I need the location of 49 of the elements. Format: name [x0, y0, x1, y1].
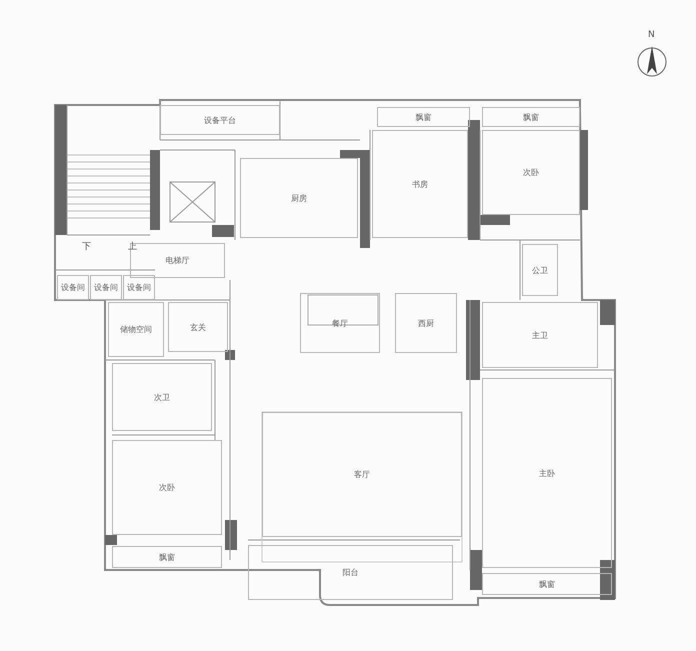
room-outline [57, 275, 89, 300]
room-outline [372, 130, 468, 238]
stair-direction-text: 上 [128, 240, 137, 253]
room-outline [112, 440, 222, 535]
room-outline [130, 243, 225, 278]
room-outline [112, 546, 222, 568]
room-name: 阳台 [342, 567, 358, 578]
room-outline [262, 412, 462, 537]
room-name: 次卧 [159, 482, 175, 493]
room-outline [160, 105, 280, 135]
room-outline [123, 275, 155, 300]
room-outline [240, 158, 358, 238]
room-name: 客厅 [354, 469, 370, 480]
room-outline [482, 302, 598, 368]
room-outline [300, 293, 380, 353]
room-outline [395, 293, 457, 353]
room-outline [482, 378, 612, 568]
room-name: 餐厅 [332, 318, 348, 328]
room-name: 公卫 [532, 264, 548, 276]
room-name: 设备间 [94, 282, 118, 293]
room-name: 飘窗 [416, 112, 432, 122]
room-outline [377, 107, 470, 127]
room-outline [112, 363, 212, 431]
room-name: 书房 [412, 178, 428, 190]
room-name: 厨房 [291, 192, 307, 204]
room-name: 电梯厅 [166, 255, 190, 266]
room-name: 飘窗 [539, 578, 555, 590]
room-outline [108, 302, 164, 357]
compass-letter: N [648, 30, 655, 40]
room-outline [248, 545, 453, 600]
room-name: 次卫 [154, 392, 170, 402]
room-name: 主卫 [532, 330, 548, 340]
room-outline [90, 275, 122, 300]
stair-direction-text: 下 [82, 241, 91, 253]
room-name: 飘窗 [159, 552, 175, 562]
room-name: 设备间 [127, 282, 151, 293]
room-name: 设备间 [61, 282, 85, 293]
room-outline [482, 573, 612, 595]
room-outline [522, 244, 558, 296]
room-name: 玄关 [190, 322, 206, 332]
room-outline [482, 130, 580, 215]
room-outline [482, 107, 580, 127]
room-name: 储物空间 [120, 324, 152, 335]
room-name: 西厨 [418, 318, 434, 328]
room-name: 次卧 [523, 167, 539, 178]
room-outline [168, 302, 228, 352]
room-name: 设备平台 [204, 114, 236, 126]
room-name: 主卧 [539, 468, 555, 478]
room-name: 飘窗 [523, 112, 539, 122]
